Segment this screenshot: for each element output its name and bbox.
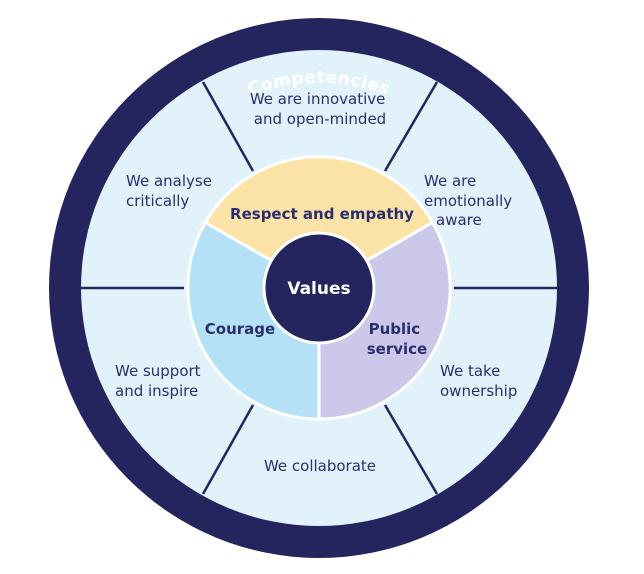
divider-line bbox=[201, 404, 255, 495]
competency-label-collaborate: We collaborate bbox=[264, 457, 376, 475]
values-center bbox=[262, 231, 376, 345]
competency-labels: We are innovative and open-minded We are… bbox=[115, 90, 517, 475]
divider-line bbox=[383, 404, 439, 495]
competency-dividers bbox=[81, 81, 557, 495]
value-label-respect-empathy: Respect and empathy bbox=[230, 205, 414, 223]
divider-line bbox=[201, 81, 255, 172]
value-label-public-service: Public service bbox=[367, 320, 427, 358]
value-label-courage: Courage bbox=[205, 320, 275, 338]
competency-label-emotionally-aware: We are emotionally aware bbox=[424, 172, 517, 229]
competency-label-innovative: We are innovative and open-minded bbox=[250, 90, 390, 128]
competency-label-ownership: We take ownership bbox=[440, 362, 517, 400]
competency-label-analyse: We analyse critically bbox=[126, 172, 217, 210]
divider-line bbox=[383, 81, 439, 172]
value-labels: Respect and empathy Courage Public servi… bbox=[205, 205, 427, 358]
center-label: Values bbox=[287, 279, 350, 299]
competency-label-support-inspire: We support and inspire bbox=[115, 362, 205, 400]
